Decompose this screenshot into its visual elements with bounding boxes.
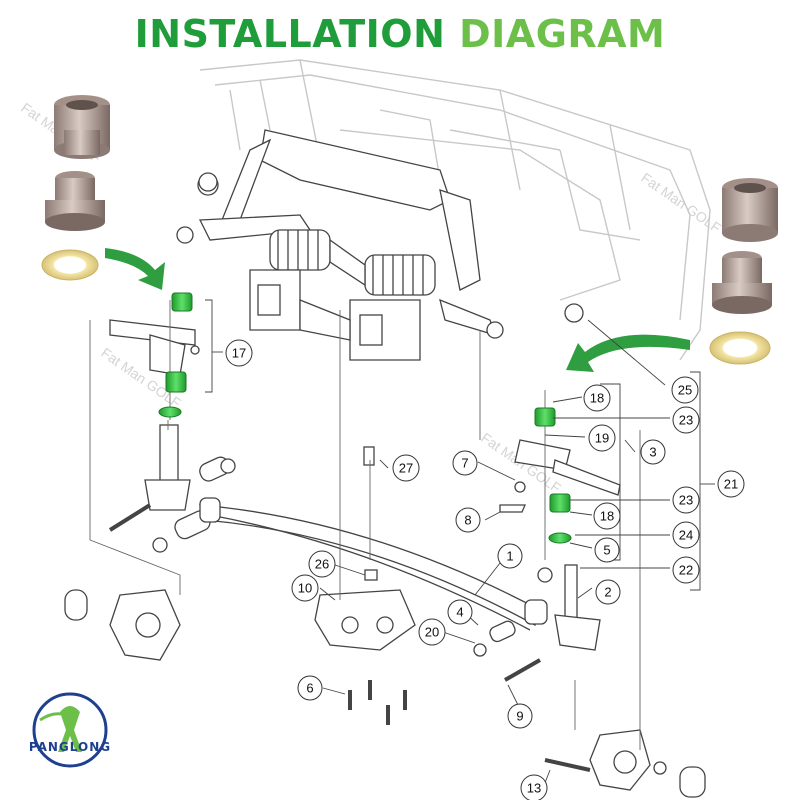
callout-3: 3 bbox=[640, 439, 666, 465]
callout-circle bbox=[497, 543, 523, 569]
callout-number: 1 bbox=[506, 549, 513, 564]
callout-20: 20 bbox=[418, 618, 446, 646]
callout-number: 24 bbox=[679, 528, 693, 543]
callout-21: 21 bbox=[717, 470, 745, 498]
callout-number: 19 bbox=[595, 431, 609, 446]
callout-circle bbox=[452, 450, 478, 476]
title-word-diagram: DIAGRAM bbox=[459, 12, 666, 56]
callout-number: 2 bbox=[604, 585, 611, 600]
callout-22: 22 bbox=[672, 556, 700, 584]
callout-circle bbox=[671, 376, 699, 404]
callout-circle bbox=[672, 406, 700, 434]
callout-number: 25 bbox=[678, 383, 692, 398]
bushing-inset-right bbox=[709, 178, 778, 365]
callout-circle bbox=[595, 579, 621, 605]
bushing-inset-left bbox=[41, 95, 110, 281]
green-arrows bbox=[105, 248, 690, 372]
bushing-upper-right bbox=[534, 407, 556, 427]
leader-lines bbox=[205, 299, 715, 789]
callout-number: 20 bbox=[425, 625, 439, 640]
callout-circle bbox=[520, 774, 548, 800]
callout-circle bbox=[717, 470, 745, 498]
watermark-4: Fat Man GOLF bbox=[638, 169, 724, 236]
callout-1: 1 bbox=[497, 543, 523, 569]
thrust-washer-right bbox=[548, 532, 572, 544]
callout-number: 17 bbox=[232, 346, 246, 361]
callout-7: 7 bbox=[452, 450, 478, 476]
callout-number: 10 bbox=[298, 581, 312, 596]
steering-assembly bbox=[176, 129, 504, 361]
callout-circle bbox=[418, 618, 446, 646]
callout-18: 18 bbox=[583, 384, 611, 412]
callout-circle bbox=[672, 486, 700, 514]
arrow-left bbox=[105, 248, 165, 290]
logo-ring bbox=[32, 692, 108, 768]
callout-number: 27 bbox=[399, 461, 413, 476]
callout-9: 9 bbox=[507, 703, 533, 729]
callout-number: 4 bbox=[456, 605, 463, 620]
chassis-frame bbox=[199, 59, 711, 361]
arrow-right bbox=[566, 334, 690, 372]
callout-23: 23 bbox=[672, 406, 700, 434]
callout-circle bbox=[593, 502, 621, 530]
callout-circle bbox=[308, 550, 336, 578]
callout-number: 13 bbox=[527, 781, 541, 796]
callout-number: 18 bbox=[600, 509, 614, 524]
callout-circle bbox=[225, 339, 253, 367]
callout-6: 6 bbox=[297, 675, 323, 701]
green-bushings bbox=[158, 292, 572, 544]
callout-23: 23 bbox=[672, 486, 700, 514]
golfer-icon bbox=[58, 706, 82, 752]
callout-2: 2 bbox=[595, 579, 621, 605]
callout-4: 4 bbox=[447, 599, 473, 625]
callout-8: 8 bbox=[455, 507, 481, 533]
callout-circle bbox=[672, 556, 700, 584]
callout-number: 5 bbox=[603, 543, 610, 558]
callout-circle bbox=[640, 439, 666, 465]
callout-circle bbox=[588, 424, 616, 452]
suspension-parts bbox=[64, 172, 706, 798]
callout-circle bbox=[583, 384, 611, 412]
callout-circle bbox=[594, 537, 620, 563]
panglong-logo bbox=[32, 692, 108, 768]
bushing-lower-right bbox=[549, 493, 571, 513]
callout-number: 3 bbox=[649, 445, 656, 460]
callout-circle bbox=[297, 675, 323, 701]
callout-19: 19 bbox=[588, 424, 616, 452]
bushing-lower-left bbox=[165, 371, 187, 393]
callout-number: 9 bbox=[516, 709, 523, 724]
callout-number: 22 bbox=[679, 563, 693, 578]
callout-circle bbox=[392, 454, 420, 482]
diagram-title: INSTALLATION DIAGRAM bbox=[0, 12, 800, 56]
callout-number: 18 bbox=[590, 391, 604, 406]
callout-number: 23 bbox=[679, 493, 693, 508]
callout-number: 21 bbox=[724, 477, 738, 492]
callout-number: 23 bbox=[679, 413, 693, 428]
callout-5: 5 bbox=[594, 537, 620, 563]
callout-13: 13 bbox=[520, 774, 548, 800]
callout-number: 7 bbox=[461, 456, 468, 471]
callout-circle bbox=[455, 507, 481, 533]
bushing-upper-left bbox=[171, 292, 193, 312]
title-word-installation: INSTALLATION bbox=[134, 12, 446, 56]
callout-circle bbox=[447, 599, 473, 625]
logo-text: PANGLONG bbox=[28, 740, 112, 754]
callout-circle bbox=[291, 574, 319, 602]
callout-circle bbox=[507, 703, 533, 729]
callout-27: 27 bbox=[392, 454, 420, 482]
callout-24: 24 bbox=[672, 521, 700, 549]
callout-circle bbox=[672, 521, 700, 549]
callout-17: 17 bbox=[225, 339, 253, 367]
callout-number: 26 bbox=[315, 557, 329, 572]
callout-10: 10 bbox=[291, 574, 319, 602]
callout-18: 18 bbox=[593, 502, 621, 530]
callout-26: 26 bbox=[308, 550, 336, 578]
callout-number: 8 bbox=[464, 513, 471, 528]
callout-number: 6 bbox=[306, 681, 313, 696]
thrust-washer-left bbox=[158, 406, 182, 418]
callout-25: 25 bbox=[671, 376, 699, 404]
